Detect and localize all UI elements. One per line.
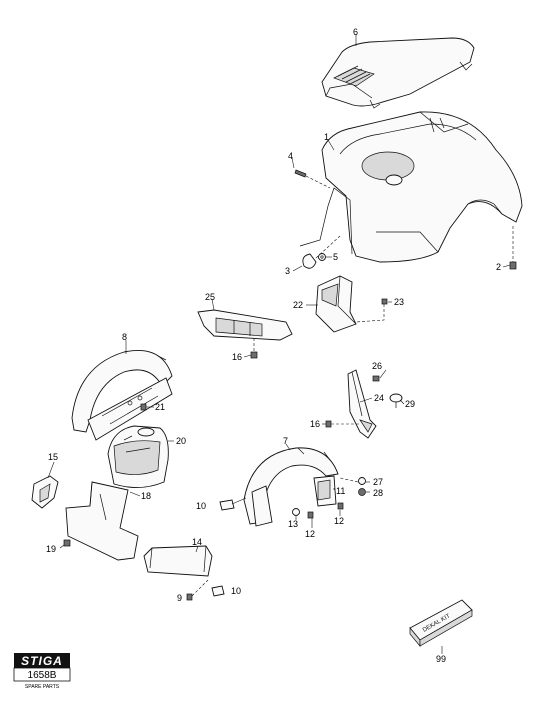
part-8-fender-left	[71, 349, 173, 441]
part-25-rail	[197, 309, 293, 341]
callout-29: 29	[405, 399, 415, 409]
callout-19: 19	[46, 544, 56, 554]
part-24-lever	[347, 369, 377, 439]
part-10-clip-a	[219, 497, 247, 511]
callout-9: 9	[177, 593, 182, 603]
part-4-screw	[294, 169, 331, 189]
part-28-nut	[358, 488, 366, 496]
part-27-washer	[339, 477, 366, 485]
callout-16-a: 16	[232, 352, 242, 362]
callout-99: 99	[436, 654, 446, 664]
callout-25: 25	[205, 292, 215, 302]
callout-1: 1	[324, 132, 329, 142]
callout-22: 22	[293, 300, 303, 310]
part-99-decal-kit: DEKAL KIT	[409, 599, 473, 647]
part-13-washer	[292, 508, 300, 516]
part-11-bracket	[313, 475, 337, 507]
callout-14: 14	[192, 537, 202, 547]
callout-24: 24	[374, 393, 384, 403]
part-23-screw	[355, 298, 388, 323]
callout-10-b: 10	[231, 586, 241, 596]
part-10-clip-b	[211, 585, 225, 597]
part-12-screw-b	[337, 502, 344, 510]
part-1-hood	[299, 111, 523, 263]
callout-3: 3	[285, 266, 290, 276]
callout-labels: 6 1 4 2 3 5 25 22 23 16 8 21 20 15 18 19…	[46, 27, 501, 664]
callout-21: 21	[155, 402, 165, 412]
part-6-top-cover	[321, 37, 475, 109]
callout-4: 4	[288, 151, 293, 161]
callout-6: 6	[353, 27, 358, 37]
part-16-screw-a	[250, 338, 258, 359]
part-12-screw-a	[307, 511, 314, 519]
part-18-floor-plate	[65, 481, 139, 561]
callout-18: 18	[141, 491, 151, 501]
callout-15: 15	[48, 452, 58, 462]
part-14-step-plate	[143, 545, 213, 577]
callout-5: 5	[333, 252, 338, 262]
callout-20: 20	[176, 436, 186, 446]
callout-13: 13	[288, 519, 298, 529]
callout-12-b: 12	[334, 516, 344, 526]
brand-block: STIGA 1658B SPARE PARTS	[13, 653, 71, 690]
callout-11: 11	[336, 486, 345, 496]
catalog-code: 1658B	[28, 670, 57, 681]
part-2-screw	[509, 226, 517, 270]
callout-10-a: 10	[196, 501, 206, 511]
part-22-bracket	[315, 275, 357, 333]
part-29-knob	[389, 393, 403, 408]
part-9-screw	[186, 579, 209, 601]
part-15-bracket	[31, 475, 59, 509]
leader-lines	[47, 34, 511, 654]
part-26-screw	[372, 375, 380, 382]
part-7-fender-right	[243, 447, 339, 527]
part-21-screw	[140, 403, 147, 411]
callout-28: 28	[373, 488, 383, 498]
part-5-nut	[318, 253, 326, 261]
spare-parts-caption: SPARE PARTS	[25, 684, 60, 690]
callout-12-a: 12	[305, 529, 315, 539]
callout-16-b: 16	[310, 419, 320, 429]
callout-26: 26	[372, 361, 382, 371]
stiga-logo	[14, 653, 70, 668]
part-19-screw	[63, 539, 71, 547]
callout-8: 8	[122, 332, 127, 342]
callout-23: 23	[394, 297, 404, 307]
stiga-logo-text: STIGA	[21, 654, 63, 668]
callout-2: 2	[496, 262, 501, 272]
callout-7: 7	[283, 436, 288, 446]
callout-27: 27	[373, 477, 383, 487]
part-20-tank	[107, 425, 169, 488]
